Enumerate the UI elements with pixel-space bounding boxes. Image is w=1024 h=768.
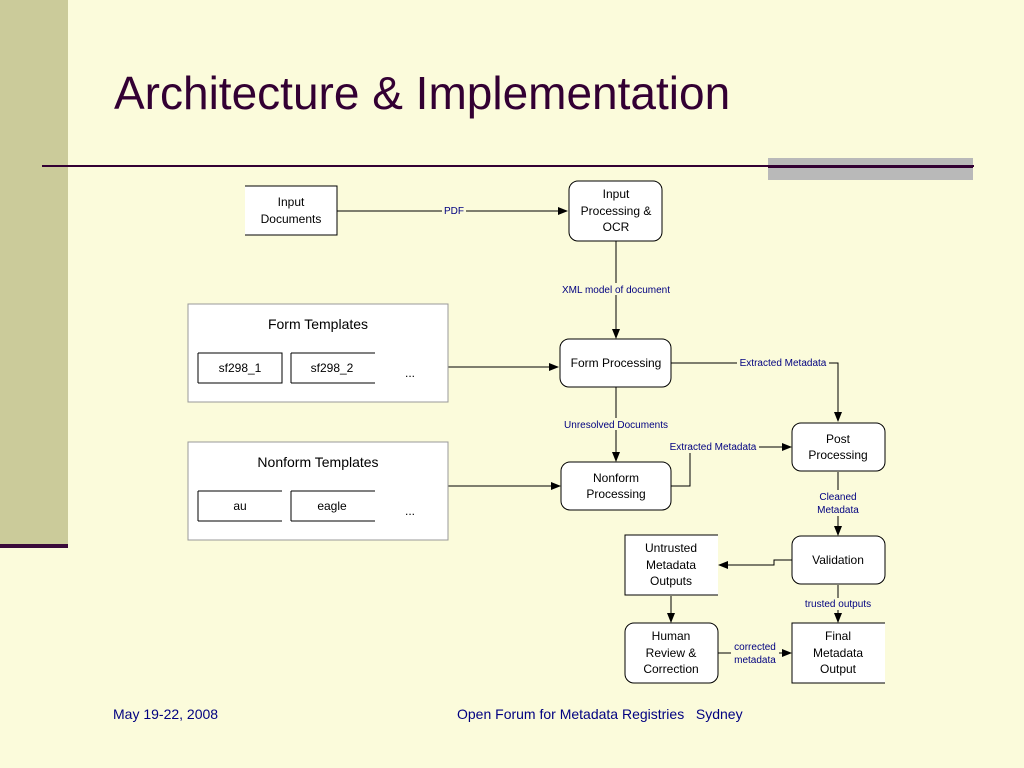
node-input-documents: Input Documents — [245, 185, 338, 236]
edge-label-unresolved-documents: Unresolved Documents — [564, 420, 668, 431]
node-nonform-processing: Nonform Processing — [560, 461, 672, 511]
form-template-sf298-2: sf298_2 — [311, 361, 354, 375]
edge-label-cleaned-metadata-line2: Metadata — [817, 505, 859, 516]
node-nonform-processing-line1: Nonform — [593, 471, 639, 485]
node-human-review-line1: Human — [652, 629, 691, 643]
edge-validation-to-untrusted — [718, 559, 792, 569]
node-untrusted-line2: Metadata — [646, 558, 696, 572]
node-post-processing-line2: Processing — [808, 448, 867, 462]
edge-label-extracted-metadata-1: Extracted Metadata — [740, 358, 827, 369]
node-human-review-line2: Review & — [646, 646, 697, 660]
node-untrusted-line1: Untrusted — [645, 541, 697, 555]
left-accent-bar — [0, 0, 68, 546]
footer-event: Open Forum for Metadata Registries Sydne… — [457, 706, 743, 722]
group-nonform-templates-title: Nonform Templates — [257, 454, 378, 470]
group-nonform-templates: Nonform Templates au eagle ... — [187, 441, 449, 541]
slide-title: Architecture & Implementation — [114, 67, 731, 119]
node-input-processing-line1: Input — [603, 187, 630, 201]
node-post-processing-line1: Post — [826, 432, 851, 446]
footer-date: May 19-22, 2008 — [113, 706, 219, 722]
node-validation-label: Validation — [812, 553, 864, 567]
node-input-documents-line2: Documents — [261, 212, 322, 226]
title-rule — [42, 165, 974, 167]
node-final-output: Final Metadata Output — [791, 622, 885, 684]
nonform-template-au: au — [233, 499, 246, 513]
node-validation: Validation — [791, 535, 886, 585]
form-template-sf298-1: sf298_1 — [219, 361, 262, 375]
node-nonform-processing-line2: Processing — [586, 487, 645, 501]
edge-label-xml-model: XML model of document — [562, 285, 670, 296]
node-untrusted-line3: Outputs — [650, 574, 692, 588]
edge-label-corrected-metadata-line1: corrected — [734, 642, 776, 653]
group-form-templates: Form Templates sf298_1 sf298_2 ... — [187, 303, 449, 403]
node-input-processing-line3: OCR — [603, 220, 630, 234]
edge-form-processing-to-post — [671, 362, 842, 422]
edges — [337, 207, 842, 657]
nonform-template-eagle: eagle — [317, 499, 347, 513]
form-templates-more: ... — [405, 366, 415, 380]
node-form-processing: Form Processing — [559, 338, 672, 388]
edge-label-corrected-metadata-line2: metadata — [734, 655, 776, 666]
group-form-templates-title: Form Templates — [268, 316, 368, 332]
node-input-processing-ocr: Input Processing & OCR — [568, 180, 663, 242]
node-final-output-line3: Output — [820, 662, 857, 676]
node-human-review: Human Review & Correction — [624, 622, 719, 684]
node-post-processing: Post Processing — [791, 422, 886, 472]
edge-label-extracted-metadata-2: Extracted Metadata — [670, 442, 757, 453]
node-form-processing-label: Form Processing — [571, 356, 662, 370]
title-rule-accent — [768, 158, 973, 180]
node-final-output-line1: Final — [825, 629, 851, 643]
edge-label-cleaned-metadata-line1: Cleaned — [819, 492, 856, 503]
nonform-templates-more: ... — [405, 504, 415, 518]
node-input-documents-line1: Input — [278, 195, 305, 209]
title-rule-accent-line — [768, 165, 973, 168]
node-human-review-line3: Correction — [643, 662, 698, 676]
node-input-processing-line2: Processing & — [581, 204, 652, 218]
left-accent-rule — [0, 544, 68, 548]
edge-label-pdf: PDF — [444, 206, 464, 217]
node-untrusted-outputs: Untrusted Metadata Outputs — [624, 534, 718, 596]
edge-label-trusted-outputs: trusted outputs — [805, 599, 871, 610]
node-final-output-line2: Metadata — [813, 646, 863, 660]
